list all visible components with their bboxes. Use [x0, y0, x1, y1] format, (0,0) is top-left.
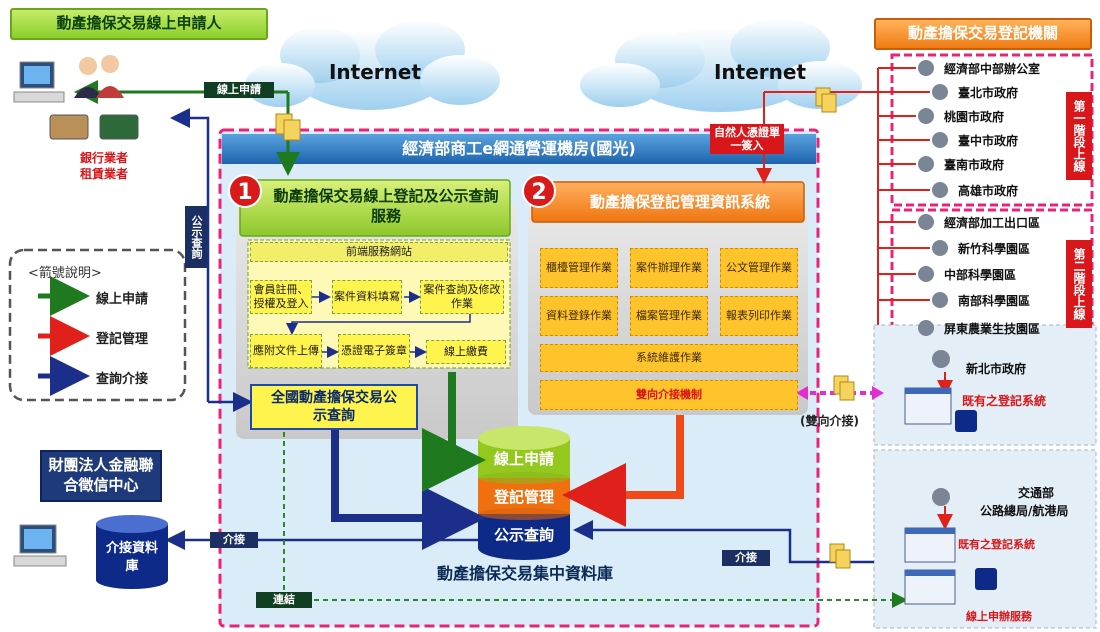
app-window-transport [904, 527, 997, 605]
office-taichung: 臺中市政府 [958, 134, 1019, 148]
internet-label-left: Internet [328, 60, 422, 84]
sys2-maintenance: 系統維護作業 [540, 344, 798, 372]
office-hsinchu: 新竹科學園區 [958, 242, 1031, 256]
central-database [478, 426, 570, 560]
sys1-box-case-query: 案件查詢及修改作業 [420, 280, 504, 314]
connect-label-right: 介接 [722, 550, 770, 566]
office-tainan: 臺南市政府 [944, 158, 1005, 172]
person-icon [932, 292, 948, 308]
existing-system-1: 既有之登記系統 [962, 394, 1047, 408]
db-layer-query: 公示查詢 [493, 526, 554, 544]
interface-database [96, 515, 168, 589]
internet-label-right: Internet [713, 60, 807, 84]
existing-system-2: 既有之登記系統 [958, 538, 1035, 551]
db-layer-online: 線上申請 [493, 450, 554, 468]
sys2-box-counter: 櫃檯管理作業 [540, 248, 618, 288]
person-icon [918, 214, 934, 230]
sys1-box-case-fill: 案件資料填寫 [332, 280, 402, 314]
sys1-box-payment: 線上繳費 [426, 340, 506, 364]
computer-icon-bottomleft [13, 524, 67, 567]
new-taipei: 新北市政府 [966, 362, 1027, 376]
public-query-vertical: 公示查詢 [185, 206, 207, 268]
online-service: 線上申辦服務 [966, 610, 1032, 623]
sys2-box-case: 案件辦理作業 [630, 248, 708, 288]
office-central-park: 中部科學園區 [944, 268, 1017, 282]
natural-person-label: 自然人憑證單一簽入 [710, 124, 784, 154]
cloud-left [245, 20, 500, 110]
person-icon [918, 320, 934, 336]
office-taipei: 臺北市政府 [958, 86, 1019, 100]
sys1-title: 動產擔保交易線上登記及公示查詢服務 [273, 187, 499, 225]
sys2-title: 動產擔保登記管理資訊系統 [589, 193, 770, 211]
applicant-title: 動產擔保交易線上申請人 [10, 8, 268, 40]
person-icon [918, 60, 934, 76]
person-icon [918, 156, 934, 172]
office-pingtung: 屏東農業生技園區 [944, 322, 1041, 336]
person-icon [932, 182, 948, 198]
computer-icon-topleft [13, 61, 65, 103]
main-title: 經濟部商工e網通營運機房(國光) [402, 139, 636, 158]
person-icon [932, 84, 948, 100]
sys2-bidirectional: 雙向介接機制 [540, 380, 798, 410]
bank-label-line1: 銀行業者 [79, 151, 128, 165]
sys2-number: 2 [522, 174, 556, 208]
sys1-box-member: 會員註冊、授權及登入 [250, 280, 312, 314]
db-layer-registry: 登記管理 [493, 488, 554, 506]
db-caption: 動產擔保交易集中資料庫 [436, 564, 613, 583]
sys1-frontend: 前端服務網站 [250, 242, 508, 262]
legend-online: 線上申請 [96, 292, 149, 307]
person-icon [918, 108, 934, 124]
people-icon [74, 55, 124, 98]
office-taoyuan: 桃園市政府 [944, 110, 1005, 124]
tier2-label: 第二階段上線 [1066, 240, 1092, 328]
highway: 公路總局/航港局 [980, 504, 1069, 518]
legend-query: 查詢介接 [96, 372, 149, 387]
sys2-box-file: 檔案管理作業 [630, 296, 708, 336]
tier1-label: 第一階段上線 [1066, 92, 1092, 180]
sys2-box-document: 公文管理作業 [720, 248, 798, 288]
office-southern-park: 南部科學園區 [958, 294, 1031, 308]
office-epz: 經濟部加工出口區 [944, 216, 1041, 230]
bidirectional-label: (雙向介接) [800, 414, 859, 428]
link-label: 連結 [256, 592, 312, 608]
registry-title: 動產擔保交易登記機關 [874, 18, 1092, 50]
person-icon [932, 132, 948, 148]
office-kaohsiung: 高雄市政府 [958, 184, 1019, 198]
transport: 交通部 [1018, 486, 1055, 500]
sys2-box-report: 報表列印作業 [720, 296, 798, 336]
office-moea-central: 經濟部中部辦公室 [944, 62, 1041, 76]
sys1-box-signature: 憑證電子簽章 [338, 334, 410, 368]
credit-center: 財團法人金融聯合徵信中心 [40, 450, 162, 502]
sys1-number: 1 [228, 174, 262, 208]
sys1-public-query[interactable]: 全國動產擔保交易公示查詢 [250, 384, 418, 430]
person-icon-newtaipei [932, 350, 950, 368]
bank-label-line2: 租賃業者 [79, 167, 128, 181]
legend-title: <箭號說明> [28, 266, 102, 281]
sys2-box-data-entry: 資料登錄作業 [540, 296, 618, 336]
connect-label-left: 介接 [210, 532, 258, 548]
online-apply-tag: 線上申請 [204, 82, 274, 98]
app-window-newtaipei [904, 387, 977, 432]
office-person-icons [918, 58, 948, 338]
legend-registry: 登記管理 [96, 332, 149, 347]
sys1-box-upload: 應附文件上傳 [250, 334, 322, 368]
person-icon [918, 266, 934, 282]
interface-db-label: 介接資料庫 [105, 541, 158, 574]
bank-label: 銀行業者 租賃業者 [68, 150, 140, 182]
person-icon-transport [932, 488, 950, 506]
person-icon [932, 240, 948, 256]
